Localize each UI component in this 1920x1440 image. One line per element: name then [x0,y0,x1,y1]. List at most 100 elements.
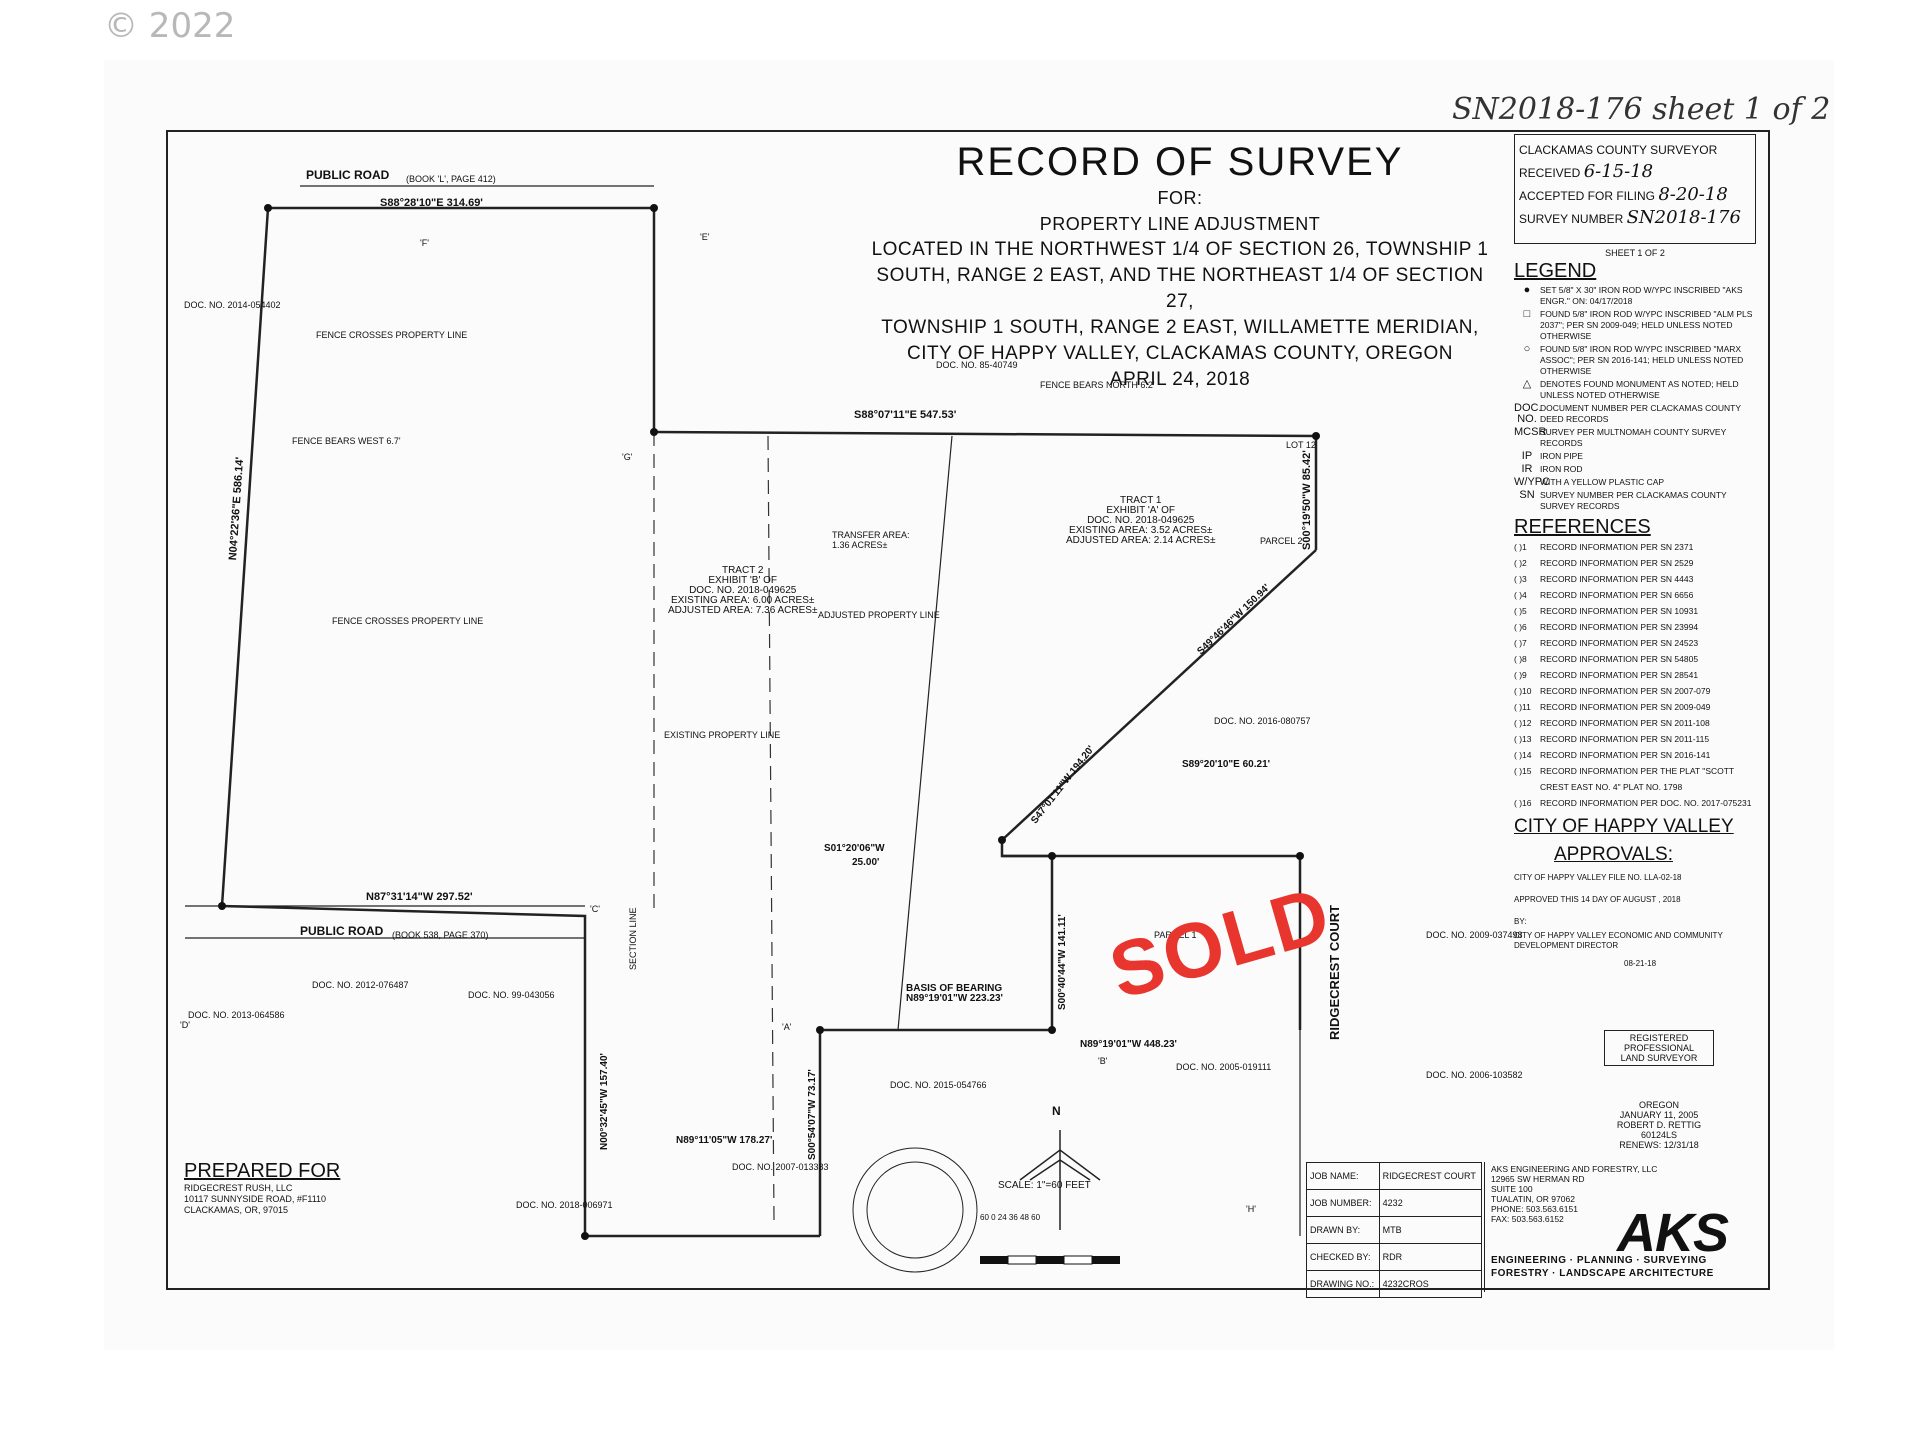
aks-addr-line: AKS ENGINEERING AND FORESTRY, LLC [1491,1164,1658,1174]
job-value: MTB [1378,1216,1483,1244]
parcel1: PARCEL 1 [1154,930,1197,940]
title-purpose: PROPERTY LINE ADJUSTMENT [1039,214,1321,234]
tract2: TRACT 2 EXHIBIT 'B' OF DOC. NO. 2018-049… [668,566,817,616]
doc-no: DOC. NO. 99-043056 [468,990,555,1000]
reference-num: ( )10 [1514,686,1532,696]
reference-item: ( )10 RECORD INFORMATION PER SN 2007-079 [1514,683,1756,699]
seal-line: ROBERT D. RETTIG [1616,1120,1702,1130]
seal-line: JANUARY 11, 2005 [1619,1110,1699,1120]
reference-text: RECORD INFORMATION PER SN 28541 [1540,670,1699,680]
basis-of-bearing: BASIS OF BEARING N89°19'01"W 223.23' [906,984,1003,1004]
legend-symbol: △ [1522,378,1532,390]
reference-num: ( )13 [1514,734,1532,744]
s01-distance: 25.00' [852,857,880,868]
table-row: DRAWN BY:MTB [1306,1216,1483,1244]
point-label: 'H' [1246,1204,1256,1214]
drawing-border [166,130,1770,1290]
s00-bearing: S00°40'44"W 141.11' [1057,914,1068,1010]
doc-no: DOC. NO. 2014-054402 [184,300,281,310]
tract1-line: EXHIBIT 'A' OF [1106,505,1176,516]
reference-text: RECORD INFORMATION PER SN 2011-115 [1540,734,1710,744]
accepted-label: ACCEPTED FOR FILING [1519,189,1656,203]
north-label: N [1052,1104,1061,1118]
doc-no: DOC. NO. 2013-064586 [188,1010,285,1020]
reference-text: RECORD INFORMATION PER SN 2529 [1540,558,1694,568]
legend-item: DOC. NO.DOCUMENT NUMBER PER CLACKAMAS CO… [1514,403,1756,425]
reference-text: RECORD INFORMATION PER THE PLAT "SCOTT C… [1540,766,1734,792]
approvals-by: BY: [1514,917,1527,926]
reference-num: ( )3 [1514,574,1527,584]
legend-text: SET 5/8" X 30" IRON ROD W/YPC INSCRIBED … [1540,285,1743,306]
reference-text: RECORD INFORMATION PER SN 2007-079 [1540,686,1711,696]
location-line: TOWNSHIP 1 SOUTH, RANGE 2 EAST, WILLAMET… [881,317,1479,338]
reference-text: RECORD INFORMATION PER SN 23994 [1540,622,1699,632]
adjusted-line [897,435,953,1031]
tract2-line: EXHIBIT 'B' OF [708,575,778,586]
tract1-title: TRACT 1 [1119,495,1162,506]
aks-logo: AKS [1617,1203,1729,1263]
legend-text: IRON PIPE [1540,451,1583,461]
scale-ticks: 60 0 24 36 48 60 [980,1213,1041,1222]
seal-line: LAND SURVEYOR [1620,1053,1698,1063]
seal-line: OREGON [1638,1100,1679,1110]
reference-num: ( )14 [1514,750,1532,760]
survey-number-label: SURVEY NUMBER [1519,212,1624,226]
received-value: 6-15-18 [1583,161,1654,182]
table-row: JOB NUMBER:4232 [1306,1189,1483,1217]
accepted-value: 8-20-18 [1658,184,1728,205]
reference-num: ( )5 [1514,606,1527,616]
reference-num: ( )11 [1514,702,1531,712]
location-line: SOUTH, RANGE 2 EAST, AND THE NORTHEAST 1… [876,265,1484,312]
fence-north: FENCE BEARS NORTH 6.2' [1040,380,1155,390]
existing-property-line: EXISTING PROPERTY LINE [664,730,781,740]
public-road-top-ref: (BOOK 'L', PAGE 412) [406,174,496,184]
transfer-label: TRANSFER AREA: [832,530,910,540]
reference-text: RECORD INFORMATION PER SN 2011-108 [1540,718,1710,728]
reference-text: RECORD INFORMATION PER SN 2016-141 [1540,750,1711,760]
copyright-text: © 2022 [104,6,236,46]
job-label: DRAWING NO.: [1306,1270,1380,1298]
prepared-for-title: PREPARED FOR [184,1160,341,1182]
location-line: CITY OF HAPPY VALLEY, CLACKAMAS COUNTY, … [906,343,1453,364]
approvals-city: CITY OF HAPPY VALLEY [1514,816,1734,837]
tract2-line: EXISTING AREA: 6.00 ACRES± [671,595,815,606]
legend-symbol: IR [1521,463,1533,475]
tract1-line: ADJUSTED AREA: 2.14 ACRES± [1066,535,1216,546]
aks-addr-line: SUITE 100 [1491,1184,1533,1194]
lot12: LOT 12 [1286,440,1316,450]
s00c-bearing: S00°54'07"W 73.17' [807,1069,818,1160]
sheet-label: SHEET 1 OF 2 [1605,248,1665,258]
legend-title: LEGEND [1514,260,1597,282]
doc-no: DOC. NO. 2009-037498 [1426,930,1523,940]
prepared-for-block: PREPARED FOR RIDGECREST RUSH, LLC 10117 … [184,1160,340,1216]
point-label: 'D' [180,1020,190,1030]
legend-item: □FOUND 5/8" IRON ROD W/YPC INSCRIBED "AL… [1514,309,1756,342]
legend-item: ○FOUND 5/8" IRON ROD W/YPC INSCRIBED "MA… [1514,344,1756,377]
n89-bearing: N89°19'01"W 448.23' [1080,1039,1177,1050]
point-label: 'B' [1098,1056,1108,1066]
point-label: 'G' [622,452,633,462]
aks-addr-line: 12965 SW HERMAN RD [1491,1174,1585,1184]
received-label: RECEIVED [1519,166,1581,180]
section-corner-stamp [852,1147,978,1273]
s01-bearing: S01°20'06"W [824,843,885,854]
legend-text: DOCUMENT NUMBER PER CLACKAMAS COUNTY DEE… [1540,403,1741,424]
scale-bar [980,1255,1120,1265]
scale-block: SCALE: 1"=60 FEET 60 0 24 36 48 60 [980,1180,1091,1222]
survey-sheet [104,60,1834,1350]
legend-symbol: ○ [1523,343,1531,355]
boundary-top [268,206,656,432]
reference-num: ( )7 [1514,638,1527,648]
reference-item: ( )11 RECORD INFORMATION PER SN 2009-049 [1514,699,1756,715]
reference-text: RECORD INFORMATION PER SN 2009-049 [1540,702,1711,712]
reference-num: ( )2 [1514,558,1527,568]
job-value: RDR [1378,1243,1483,1271]
